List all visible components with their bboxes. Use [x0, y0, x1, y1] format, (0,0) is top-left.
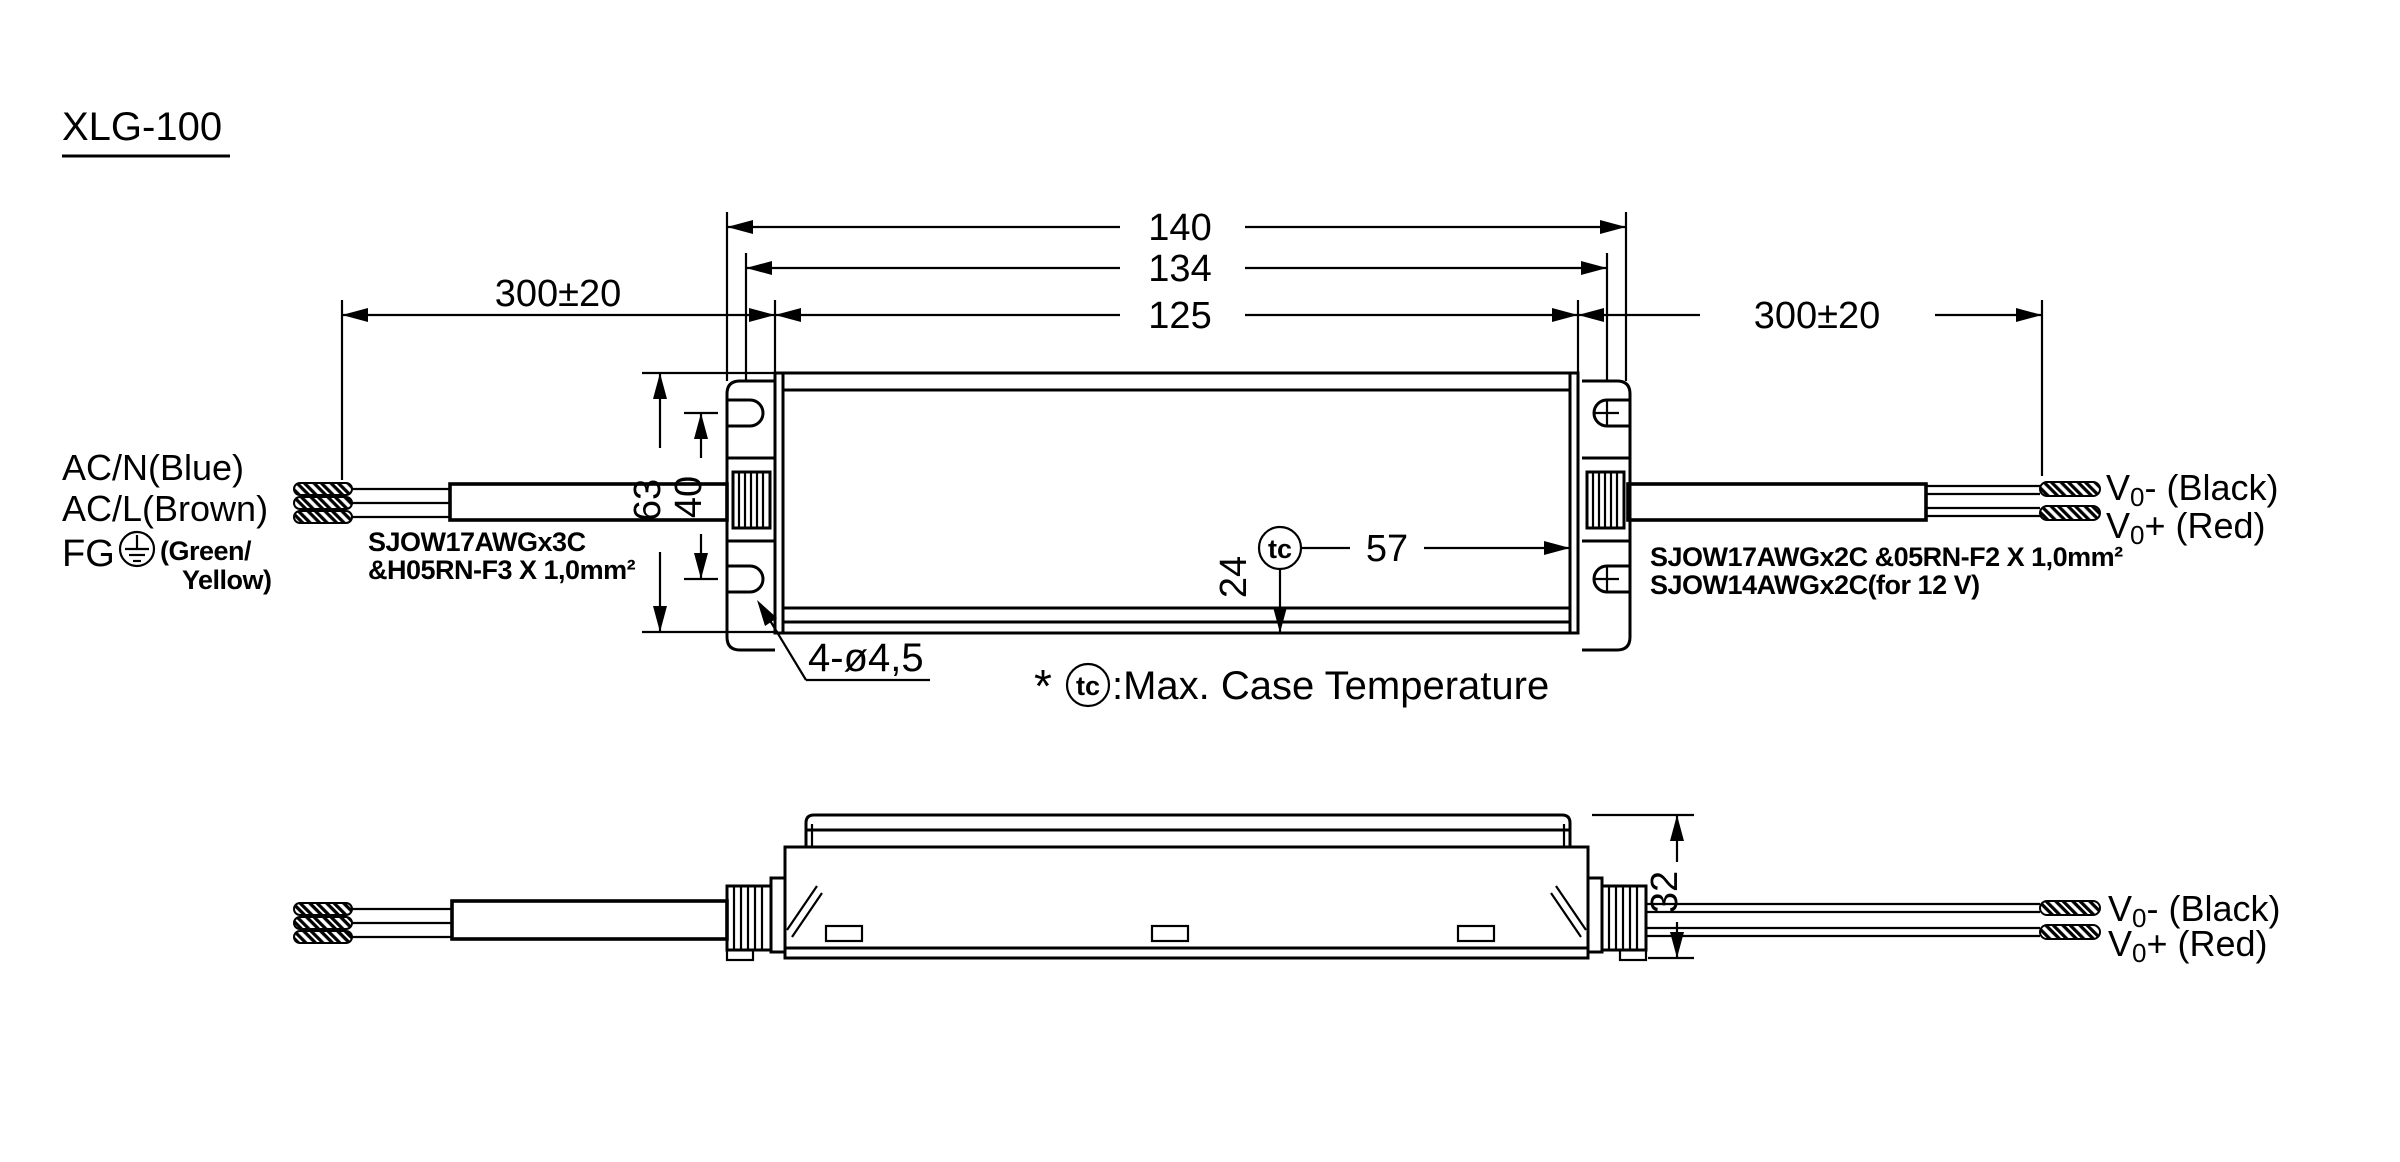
ground-icon: [118, 530, 156, 568]
left-flange: [725, 379, 775, 652]
screw-cross-icon: [1595, 401, 1619, 591]
input-wire-labels: AC/N(Blue) AC/L(Brown) FG (Green/ Yellow…: [62, 447, 272, 595]
dim-slot-spacing: 40: [668, 476, 710, 518]
side-view-base: [725, 845, 1648, 962]
note-tc-symbol: tc: [1076, 671, 1100, 701]
base-slot: [1150, 924, 1190, 943]
top-view-case: [773, 371, 1580, 635]
label-vo-neg-side: V0- (Black): [2108, 888, 2280, 933]
output-wire-labels-top: V0- (Black) V0+ (Red): [2106, 467, 2278, 550]
drawing-title-group: XLG-100: [62, 105, 230, 158]
output-cable-spec-line2: SJOW14AWGx2C(for 12 V): [1650, 570, 1980, 600]
wire-end-hatch: [293, 510, 353, 524]
dim-output-cable-length: 300±20: [1754, 295, 1881, 337]
dim-body-length: 125: [1148, 295, 1211, 337]
dim-tc-from-right: 57: [1366, 528, 1408, 570]
mounting-holes-callout: 4-ø4,5: [757, 600, 930, 682]
dim-overall-length: 140: [1148, 207, 1211, 249]
mount-slot-top-left: [727, 398, 765, 428]
side-output-wires: [1646, 900, 2101, 940]
mount-slot-bottom-right: [1592, 564, 1630, 594]
output-cable-spec-line1: SJOW17AWGx2C &05RN-F2 X 1,0mm²: [1650, 542, 2123, 572]
output-cable: [1626, 481, 2101, 522]
base-slot: [1456, 924, 1496, 943]
mount-slot-top-right: [1592, 398, 1630, 428]
top-view-dimensions: 140 134 125 300±20 300±20 63: [340, 207, 2044, 682]
label-vo-pos-side: V0+ (Red): [2108, 923, 2268, 968]
wire-end-hatch: [293, 930, 353, 944]
base-slot: [824, 924, 864, 943]
dim-mounting-holes: 4-ø4,5: [808, 636, 924, 680]
input-cable-spec: SJOW17AWGx3C &H05RN-F3 X 1,0mm²: [368, 527, 636, 585]
label-vo-neg: V0- (Black): [2106, 467, 2278, 512]
dim-tc-from-bottom: 24: [1213, 556, 1255, 598]
note-text: :Max. Case Temperature: [1112, 664, 1549, 708]
label-fg-green: (Green/: [160, 536, 252, 566]
tc-dimension-group: tc 57 24: [1213, 525, 1570, 633]
side-view-lid: [804, 813, 1572, 847]
label-vo-pos: V0+ (Red): [2106, 505, 2266, 550]
wire-end-hatch: [2039, 481, 2101, 497]
page-title: XLG-100: [62, 105, 222, 149]
mount-slot-bottom-left: [727, 564, 765, 594]
wire-end-hatch: [293, 496, 353, 510]
wire-end-hatch: [2039, 505, 2101, 521]
wire-end-hatch: [293, 482, 353, 496]
tc-note: * tc :Max. Case Temperature: [1034, 660, 1549, 712]
dim-height: 32: [1644, 871, 1686, 913]
dim-flange-length: 134: [1148, 248, 1211, 290]
dim-body-width: 63: [627, 479, 669, 521]
tc-circle-icon: [1065, 662, 1111, 708]
side-output-gland: [1600, 884, 1648, 962]
wire-end-hatch: [293, 916, 353, 930]
side-view: 32: [293, 813, 2101, 962]
wire-end-hatch: [2039, 900, 2101, 916]
input-cable-spec-line1: SJOW17AWGx3C: [368, 527, 586, 557]
wire-end-hatch: [2039, 924, 2101, 940]
label-fg: FG: [62, 533, 115, 575]
right-flange: [1582, 379, 1632, 652]
note-asterisk: *: [1034, 660, 1052, 712]
wire-end-hatch: [293, 902, 353, 916]
label-ac-n: AC/N(Blue): [62, 447, 244, 488]
top-view: [293, 371, 2101, 652]
output-cable-spec: SJOW17AWGx2C &05RN-F2 X 1,0mm² SJOW14AWG…: [1650, 542, 2124, 600]
side-input-cable: [293, 899, 729, 944]
label-ac-l: AC/L(Brown): [62, 488, 268, 529]
input-cable-spec-line2: &H05RN-F3 X 1,0mm²: [368, 555, 636, 585]
input-cable-gland: [731, 470, 772, 530]
dim-input-cable-length: 300±20: [495, 273, 622, 315]
tc-symbol: tc: [1268, 534, 1292, 564]
side-input-gland: [725, 884, 773, 962]
input-cable: [293, 482, 729, 524]
output-wire-labels-side: V0- (Black) V0+ (Red): [2108, 888, 2280, 968]
side-height-dimension: 32: [1592, 813, 1694, 960]
label-fg-yellow: Yellow): [182, 565, 272, 595]
output-cable-gland: [1585, 470, 1626, 530]
